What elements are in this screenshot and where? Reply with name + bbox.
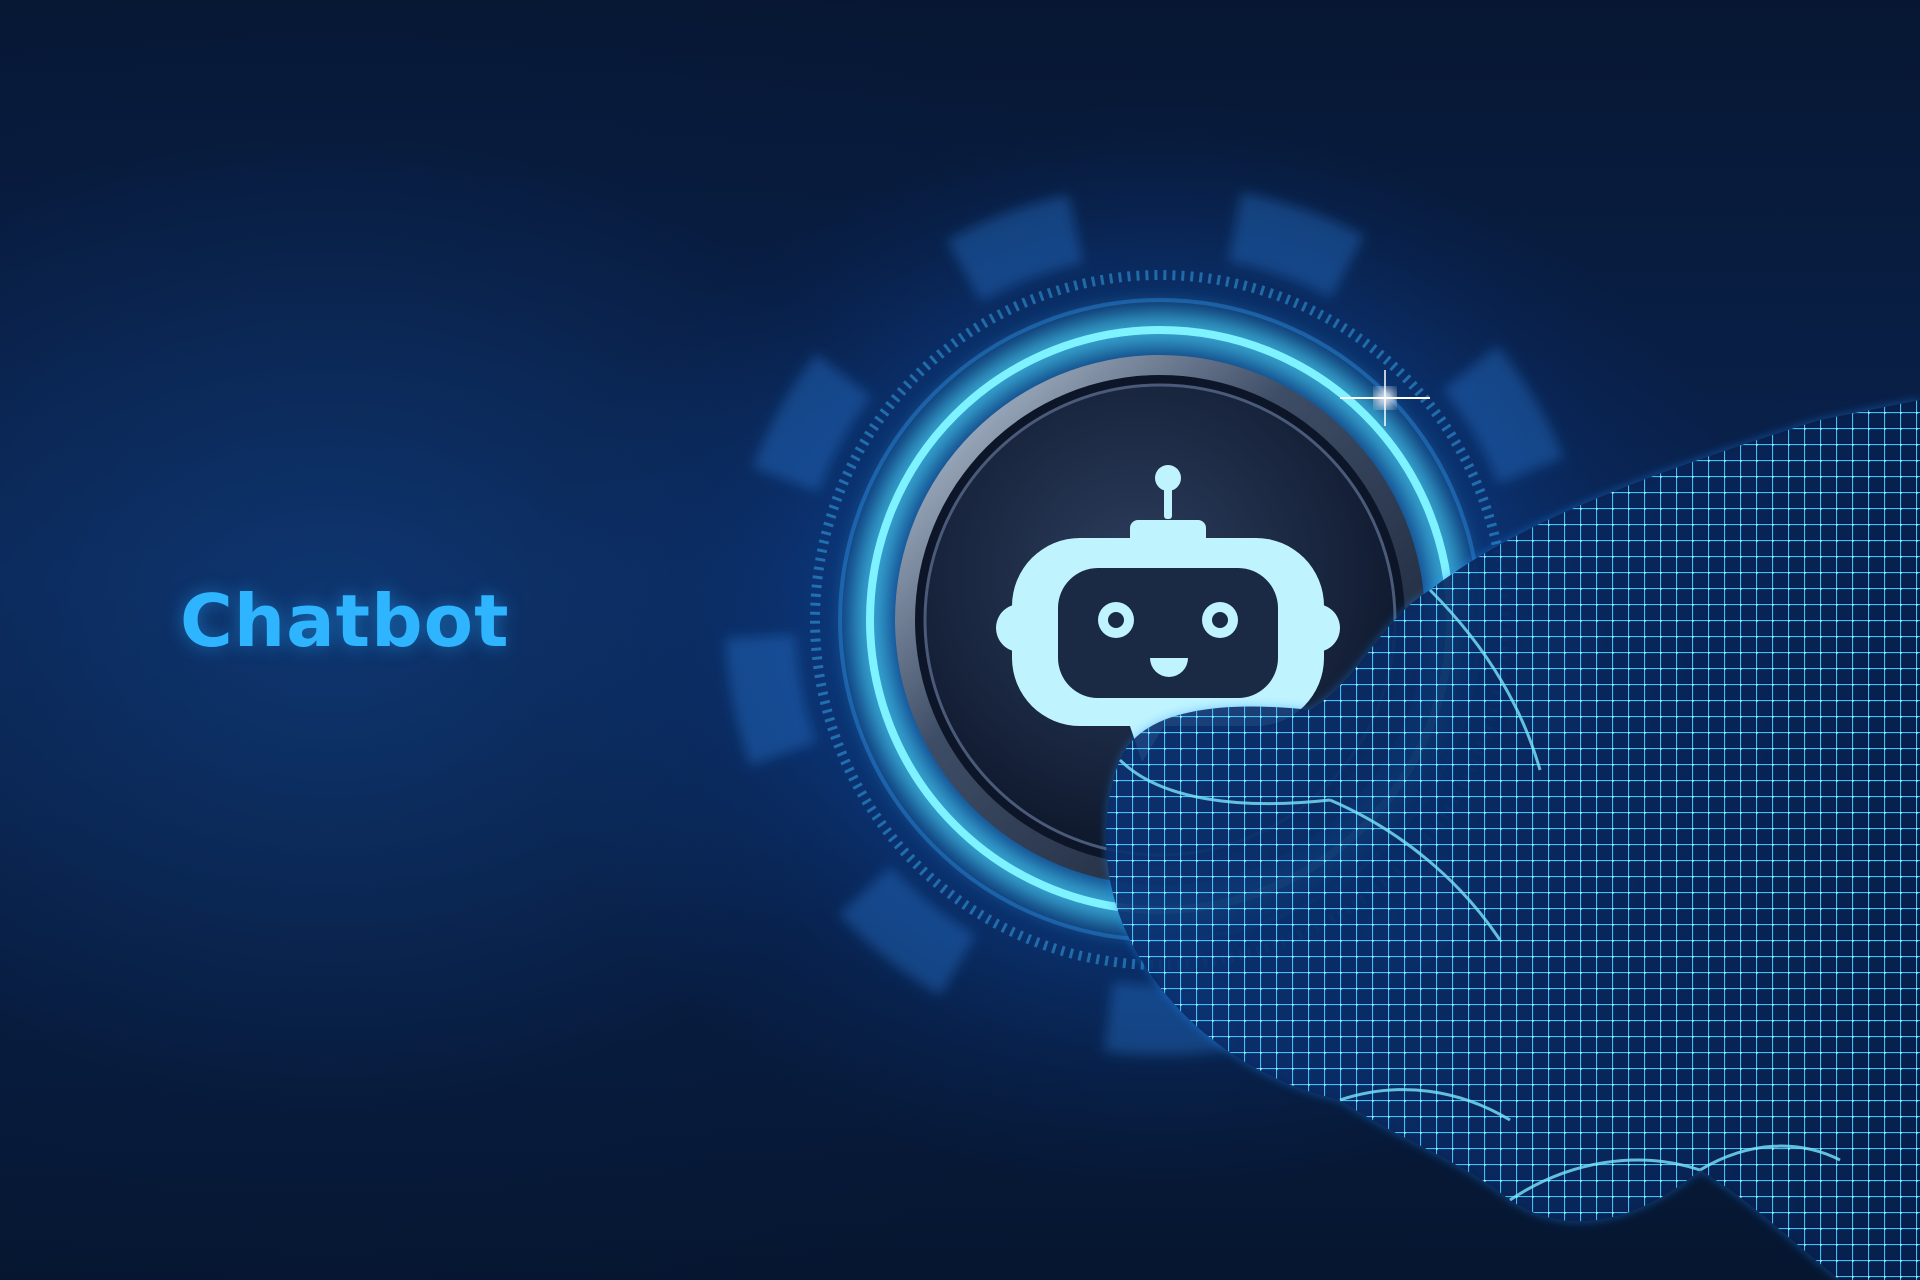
wireframe-hand-icon: [1106, 400, 1920, 1280]
sparkle-icon: [1340, 370, 1430, 426]
robot-chat-icon: [996, 465, 1340, 762]
chatbot-heading: Chatbot: [180, 579, 510, 663]
